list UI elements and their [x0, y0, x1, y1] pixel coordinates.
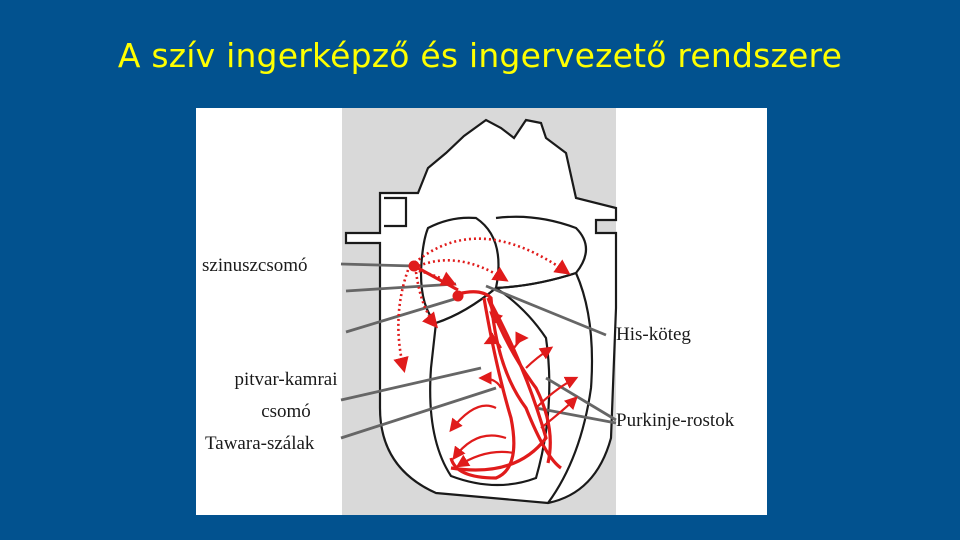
leader-lines — [340, 262, 617, 440]
label-av-node-line2: csomó — [261, 401, 311, 422]
label-purkinje: Purkinje-rostok — [616, 410, 735, 431]
slide-title: A szív ingerképző és ingervezető rendsze… — [117, 36, 843, 75]
av-node-dot-icon — [452, 290, 464, 302]
heart-diagram — [340, 108, 618, 515]
atrial-spread-arrows — [393, 237, 571, 374]
label-his: His-köteg — [616, 324, 691, 345]
label-sinus-node: szinuszcsomó — [202, 255, 308, 276]
purkinje-arrows — [449, 311, 579, 468]
sinus-node-dot-icon — [408, 260, 420, 272]
heart-conduction-figure: szinuszcsomó pitvar-kamrai csomó Tawara-… — [196, 108, 767, 515]
label-tawara: Tawara-szálak — [205, 433, 315, 454]
label-av-node-line1: pitvar-kamrai — [234, 369, 338, 390]
